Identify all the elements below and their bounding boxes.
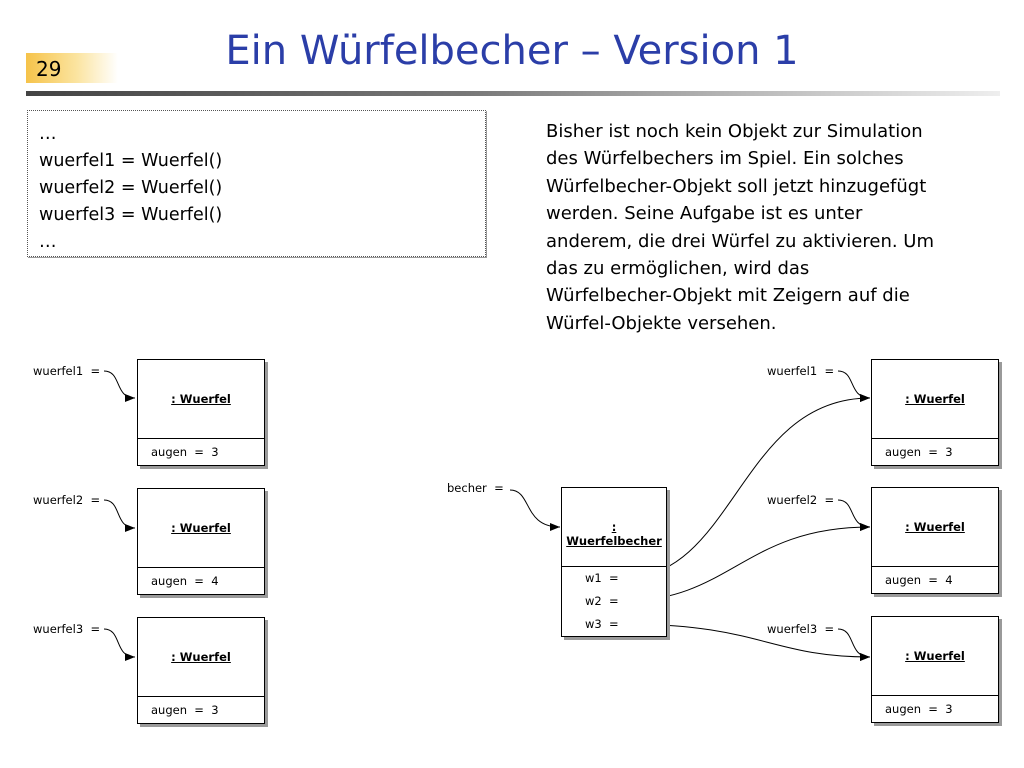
pointer-arrow [103, 370, 136, 402]
object-divider [562, 566, 666, 567]
pointer-arrow [103, 628, 136, 661]
object-name: : Wuerfel [905, 392, 965, 406]
object-name: : Wuerfel [171, 521, 231, 535]
object-attribute: augen = 4 [885, 573, 953, 587]
slide-number-badge [26, 53, 118, 83]
description-line: anderem, die drei Würfel zu aktivieren. … [546, 230, 935, 252]
object-name: : Wuerfel [171, 392, 231, 406]
wuerfel-object: : Wuerfel augen = 4 [137, 488, 265, 595]
wuerfel-object: : Wuerfel augen = 3 [871, 616, 999, 723]
description-line: Würfelbecher-Objekt soll jetzt hinzugefü… [546, 175, 927, 197]
variable-label: becher = [447, 481, 504, 495]
object-attribute: augen = 3 [151, 445, 219, 459]
object-attribute: augen = 3 [151, 703, 219, 717]
variable-label: wuerfel1 = [33, 364, 101, 378]
object-attribute: w2 = [585, 594, 619, 608]
code-snippet: … wuerfel1 = Wuerfel() wuerfel2 = Wuerfe… [27, 110, 486, 257]
description-line: werden. Seine Aufgabe ist es unter [546, 203, 863, 225]
description-line: Würfel-Objekte versehen. [546, 312, 777, 334]
object-name: : Wuerfelbecher [566, 520, 662, 548]
pointer-arrow [837, 628, 871, 661]
slide-title: Ein Würfelbecher – Version 1 [225, 28, 799, 74]
object-divider [872, 438, 998, 439]
code-line: wuerfel3 = Wuerfel() [39, 205, 223, 225]
description-line: Bisher ist noch kein Objekt zur Simulati… [546, 121, 923, 142]
variable-label: wuerfel3 = [767, 622, 835, 636]
variable-label: wuerfel2 = [33, 493, 101, 507]
title-divider [26, 91, 1000, 96]
pointer-arrow [103, 499, 136, 532]
description-line: das zu ermöglichen, wird das [546, 258, 810, 280]
wuerfel-object: : Wuerfel augen = 4 [871, 487, 999, 594]
object-attribute: augen = 3 [885, 702, 953, 716]
pointer-arrow [837, 499, 871, 531]
code-line: … [39, 232, 57, 252]
object-name: : Wuerfel [905, 520, 965, 534]
code-line: wuerfel1 = Wuerfel() [39, 151, 223, 171]
description-line: des Würfelbechers im Spiel. Ein solches [546, 148, 904, 170]
object-name: : Wuerfel [905, 649, 965, 663]
variable-label: wuerfel1 = [767, 364, 835, 378]
object-divider [138, 438, 264, 439]
object-name: : Wuerfel [171, 650, 231, 664]
wuerfel-object: : Wuerfel augen = 3 [871, 359, 999, 466]
description-text: Bisher ist noch kein Objekt zur Simulati… [546, 118, 996, 337]
object-divider [872, 695, 998, 696]
code-line: … [39, 124, 57, 144]
pointer-arrow [509, 489, 561, 531]
wuerfel-object: : Wuerfel augen = 3 [137, 617, 265, 724]
object-attribute: w3 = [585, 617, 619, 631]
object-divider [872, 566, 998, 567]
description-line: Würfelbecher-Objekt mit Zeigern auf die [546, 285, 910, 307]
wuerfelbecher-object: : Wuerfelbecher w1 = w2 = w3 = [561, 487, 667, 637]
variable-label: wuerfel2 = [767, 493, 835, 507]
variable-label: wuerfel3 = [33, 622, 101, 636]
object-divider [138, 696, 264, 697]
object-divider [138, 567, 264, 568]
object-attribute: augen = 3 [885, 445, 953, 459]
object-attribute: w1 = [585, 571, 619, 585]
code-line: wuerfel2 = Wuerfel() [39, 178, 223, 198]
pointer-arrow [623, 623, 871, 661]
pointer-arrow [837, 370, 871, 402]
slide-number: 29 [36, 57, 62, 81]
wuerfel-object: : Wuerfel augen = 3 [137, 359, 265, 466]
object-attribute: augen = 4 [151, 574, 219, 588]
